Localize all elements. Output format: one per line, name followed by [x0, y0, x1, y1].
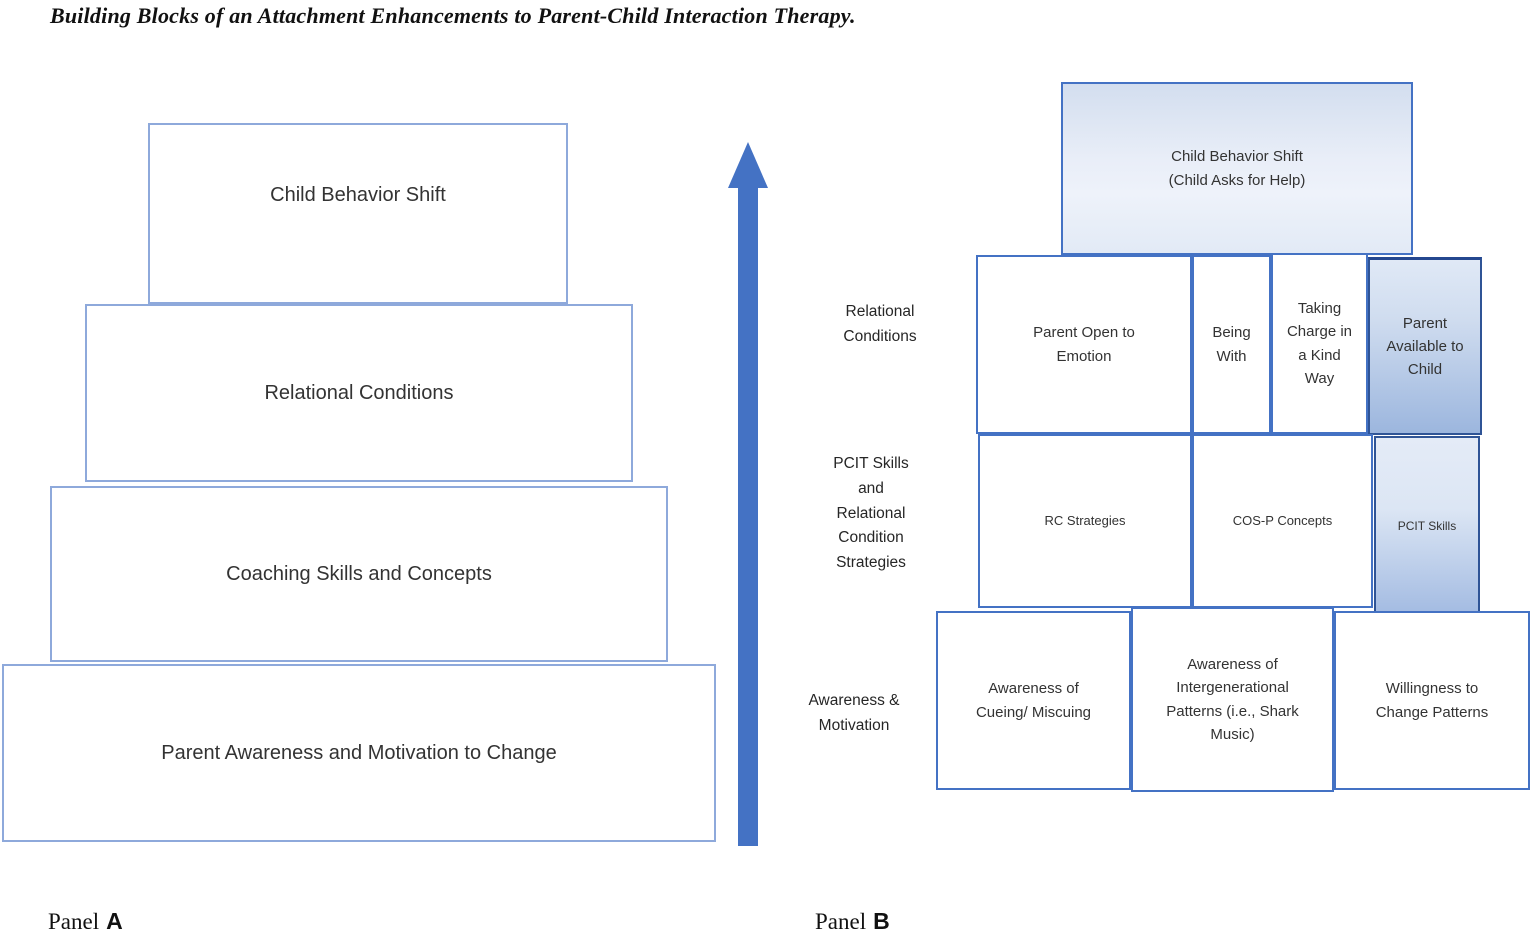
- block-label: Child Behavior Shift (Child Asks for Hel…: [1168, 148, 1306, 189]
- panel-b-block-taking-charge: Taking Charge in a Kind Way: [1271, 253, 1368, 434]
- panel-b-block-parent-available-to-child: Parent Available to Child: [1368, 257, 1482, 435]
- block-label: Parent Awareness and Motivation to Chang…: [161, 741, 557, 764]
- block-label: Taking Charge in a Kind Way: [1286, 300, 1353, 387]
- panel-b-block-awareness-of-cueing: Awareness of Cueing/ Miscuing: [936, 611, 1131, 790]
- panel-a-block-relational-conditions: Relational Conditions: [85, 304, 633, 482]
- block-label: COS-P Concepts: [1232, 512, 1333, 528]
- up-arrow-head: [728, 142, 768, 188]
- panel-b-row-label-relational-conditions: Relational Conditions: [843, 303, 917, 345]
- panel-b-block-awareness-intergenerational: Awareness of Intergenerational Patterns …: [1131, 607, 1334, 792]
- block-label: PCIT Skills: [1397, 518, 1457, 533]
- block-label: Awareness of Cueing/ Miscuing: [975, 680, 1092, 721]
- panel-b-row-label-pcit-skills-strategies: PCIT Skills and Relational Condition Str…: [833, 455, 909, 572]
- panel-b-block-child-behavior-shift: Child Behavior Shift (Child Asks for Hel…: [1061, 82, 1413, 255]
- block-label: Relational Conditions: [264, 381, 454, 404]
- block-label: Awareness of Intergenerational Patterns …: [1166, 656, 1299, 743]
- block-label: Coaching Skills and Concepts: [226, 562, 492, 585]
- block-label: Willingness to Change Patterns: [1375, 680, 1489, 721]
- panel-b-block-pcit-skills: PCIT Skills: [1374, 436, 1480, 616]
- block-label: Parent Available to Child: [1386, 314, 1464, 379]
- block-label: RC Strategies: [1044, 512, 1126, 528]
- panel-a-block-coaching-skills: Coaching Skills and Concepts: [50, 486, 668, 662]
- panel-a-block-child-behavior-shift: Child Behavior Shift: [148, 123, 568, 304]
- panel-b-block-rc-strategies: RC Strategies: [978, 434, 1192, 608]
- panel-b-block-being-with: Being With: [1192, 255, 1271, 434]
- panel-a-block-parent-awareness: Parent Awareness and Motivation to Chang…: [2, 664, 716, 842]
- panel-caption-prefix: Panel: [48, 909, 100, 934]
- panel-caption-prefix: Panel: [815, 909, 867, 934]
- panel-b-block-willingness-to-change: Willingness to Change Patterns: [1334, 611, 1530, 790]
- panel-b-block-cos-p-concepts: COS-P Concepts: [1192, 434, 1373, 608]
- panel-caption-letter: B: [873, 908, 890, 934]
- panel-b-row-label-awareness-motivation: Awareness & Motivation: [808, 692, 900, 734]
- block-label: Being With: [1212, 324, 1251, 365]
- panel-caption-letter: A: [106, 908, 123, 934]
- panel-b-block-parent-open-to-emotion: Parent Open to Emotion: [976, 255, 1192, 434]
- figure-title: Building Blocks of an Attachment Enhance…: [50, 3, 856, 28]
- block-label: Parent Open to Emotion: [1033, 324, 1135, 365]
- up-arrow-shaft: [738, 184, 758, 846]
- block-label: Child Behavior Shift: [270, 184, 446, 206]
